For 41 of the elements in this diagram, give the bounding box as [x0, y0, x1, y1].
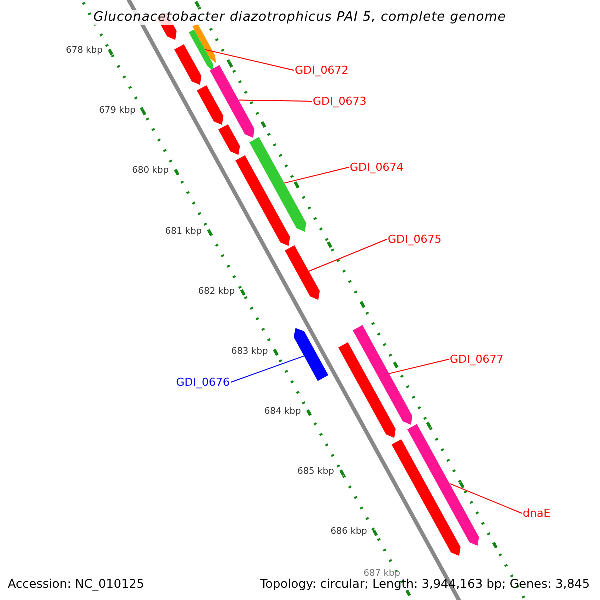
leader-line: [204, 49, 294, 71]
tick-label: 680 kbp: [132, 166, 169, 176]
leader-line: [308, 239, 388, 272]
gene-label: GDI_0672: [295, 64, 349, 77]
tick-label: 685 kbp: [298, 466, 334, 477]
tick-label: 683 kbp: [231, 346, 268, 357]
tick-label: 686 kbp: [330, 527, 368, 538]
title: Gluconacetobacter diazotrophicus PAI 5, complete genome: [94, 10, 506, 25]
gene-label: GDI_0675: [388, 233, 442, 246]
tick-label: 679 kbp: [99, 106, 136, 116]
leader-line: [284, 167, 350, 184]
tick-label: 681 kbp: [165, 226, 202, 237]
gene-feature: [189, 30, 214, 72]
leader-line: [388, 359, 450, 374]
leader-line: [230, 356, 305, 383]
gene-feature: [218, 124, 240, 156]
gene-feature: [408, 424, 480, 546]
gene-feature: [236, 156, 290, 246]
gene-label: GDI_0674: [350, 161, 404, 174]
accession-note: Accession: NC_010125: [8, 577, 144, 591]
gene-feature: [192, 24, 216, 64]
gene-feature: [197, 86, 224, 126]
gene-feature: [250, 137, 306, 232]
gene-feature: [210, 65, 255, 138]
gene-label: GDI_0673: [313, 95, 367, 108]
gene-feature: [174, 44, 202, 86]
gene-label: dnaE: [523, 507, 551, 520]
gene-feature: [392, 440, 461, 556]
gene-feature: [338, 342, 396, 438]
tick-label: 684 kbp: [264, 406, 302, 417]
gene-label: GDI_0677: [450, 353, 504, 366]
tick-label: 682 kbp: [198, 286, 236, 297]
leader-line: [238, 100, 312, 102]
gene-feature: [294, 328, 329, 382]
gene-feature: [353, 325, 413, 425]
tick-label: 678 kbp: [66, 46, 103, 56]
genome-summary: Topology: circular; Length: 3,944,163 bp; Genes: 3,845: [260, 577, 590, 591]
gene-label: GDI_0676: [176, 376, 230, 389]
leader-line: [449, 483, 522, 514]
gene-feature: [285, 246, 320, 300]
tick-label: 687 kbp: [364, 569, 400, 580]
